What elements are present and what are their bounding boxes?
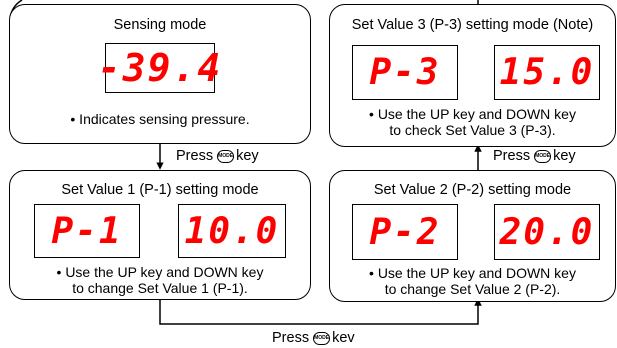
- press-text: Press: [176, 148, 214, 164]
- mode-key-icon: MODE: [534, 149, 552, 163]
- set-value-1-box: Set Value 1 (P-1) setting mode P-1 10.0 …: [9, 170, 311, 300]
- set-value-1-description-line1: • Use the UP key and DOWN key: [56, 264, 264, 280]
- arrow-set1-to-set2: [159, 298, 482, 325]
- sensing-display: -39.4: [97, 43, 223, 93]
- key-text: kev: [332, 330, 355, 346]
- set-value-2-box: Set Value 2 (P-2) setting mode P-2 20.0 …: [329, 170, 616, 302]
- sensing-mode-description: • Indicates sensing pressure.: [70, 111, 250, 127]
- key-text: key: [553, 148, 576, 164]
- set-value-2-value: 20.0: [499, 211, 595, 253]
- set-value-3-title: Set Value 3 (P-3) setting mode (Note): [351, 17, 594, 33]
- mode-key-icon: MODE: [313, 331, 331, 345]
- press-mode-key-label-left: Press MODE key: [176, 148, 259, 164]
- set-value-1-value: 10.0: [184, 210, 280, 252]
- press-mode-key-label-right: Press MODE key: [493, 148, 576, 164]
- set-value-3-value-display: 15.0: [494, 45, 600, 100]
- set-value-2-label-value: P-2: [369, 211, 441, 253]
- set-value-2-value-display: 20.0: [494, 204, 600, 260]
- set-value-3-label-value: P-3: [369, 52, 441, 93]
- mode-key-icon: MODE: [217, 149, 235, 163]
- set-value-1-value-display: 10.0: [178, 204, 286, 258]
- set-value-3-value: 15.0: [499, 52, 595, 93]
- set-value-2-title: Set Value 2 (P-2) setting mode: [373, 182, 572, 198]
- set-value-1-label-display: P-1: [34, 204, 140, 258]
- set-value-2-label-display: P-2: [352, 204, 458, 260]
- set-value-3-description-line2: to check Set Value 3 (P-3).: [389, 122, 556, 138]
- press-mode-key-label-bottom: Press MODE kev: [272, 330, 355, 346]
- set-value-1-description-line2: to change Set Value 1 (P-1).: [72, 280, 248, 296]
- sensing-mode-title: Sensing mode: [113, 17, 207, 33]
- press-text: Press: [493, 148, 531, 164]
- set-value-3-label-display: P-3: [352, 45, 458, 100]
- sensing-mode-box: Sensing mode -39.4 • Indicates sensing p…: [9, 4, 311, 144]
- key-text: key: [236, 148, 259, 164]
- set-value-1-label-value: P-1: [51, 210, 123, 252]
- set-value-2-description-line2: to change Set Value 2 (P-2).: [384, 281, 561, 297]
- sensing-display-value: -39.4: [97, 46, 223, 90]
- press-text: Press: [272, 330, 310, 346]
- set-value-1-title: Set Value 1 (P-1) setting mode: [61, 182, 259, 198]
- set-value-3-description-line1: • Use the UP key and DOWN key: [369, 106, 576, 122]
- set-value-3-box: Set Value 3 (P-3) setting mode (Note) P-…: [329, 4, 616, 147]
- set-value-2-description-line1: • Use the UP key and DOWN key: [369, 265, 576, 281]
